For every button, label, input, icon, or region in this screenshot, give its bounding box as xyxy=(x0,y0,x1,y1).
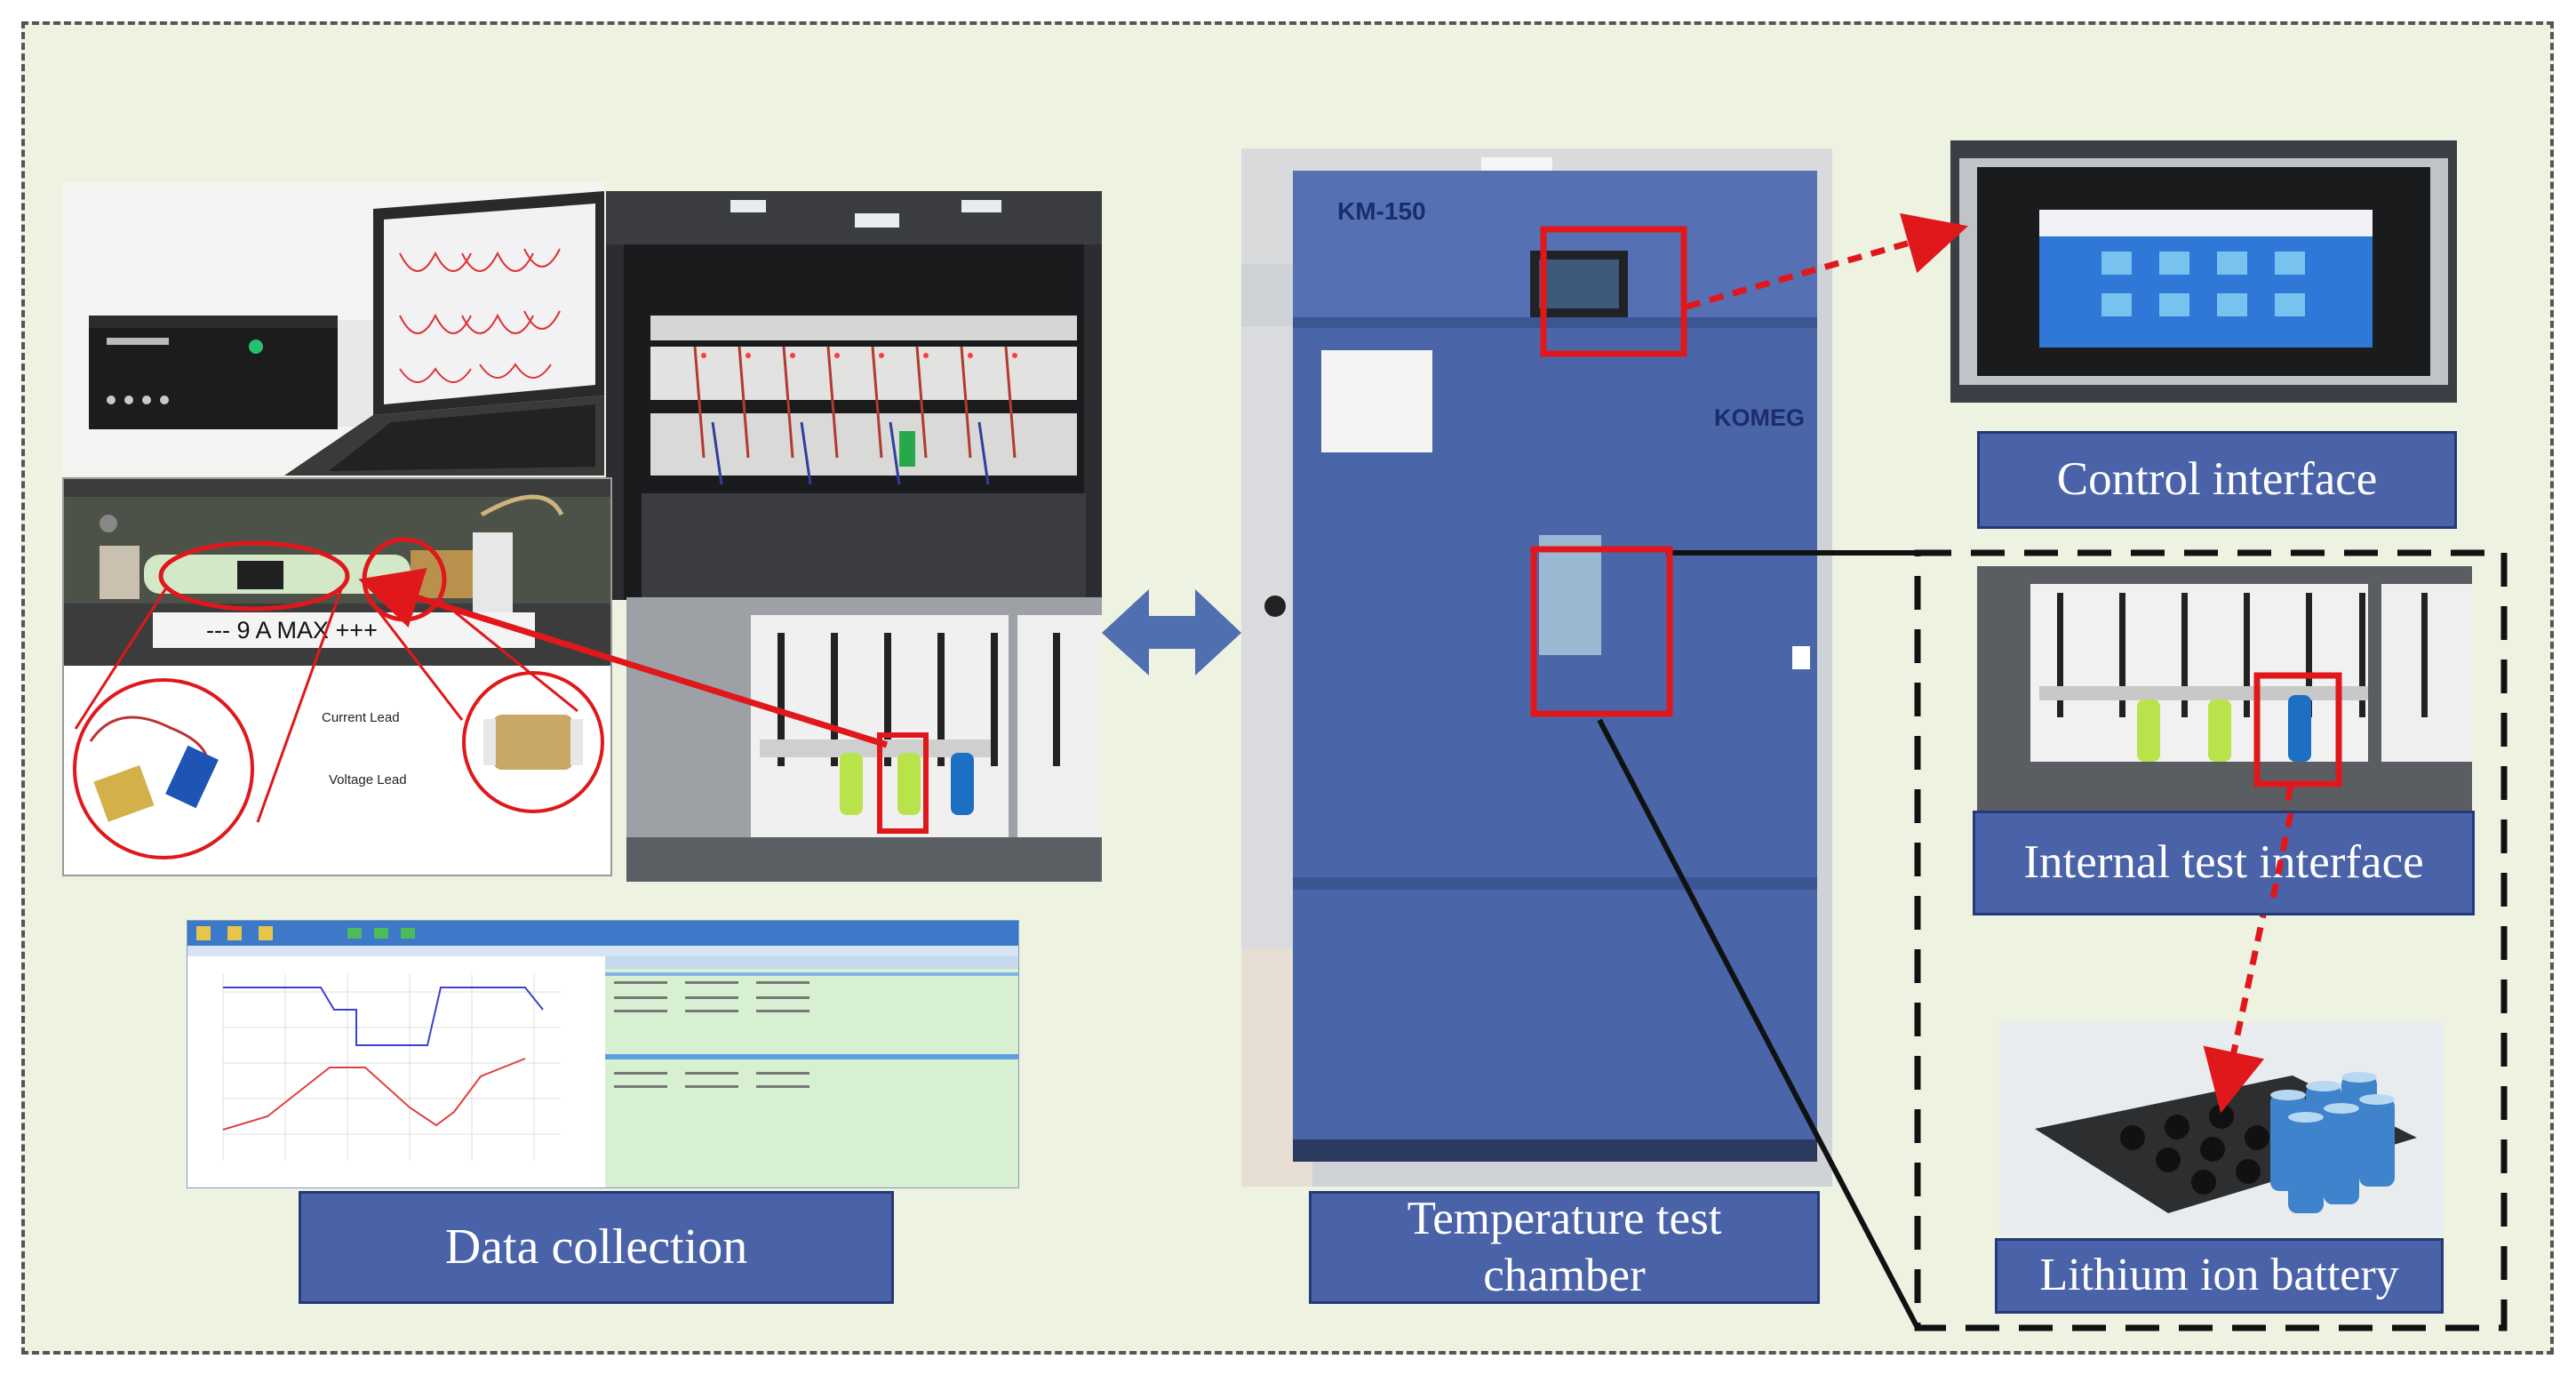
internal-test-interface-label: Internal test interface xyxy=(1973,811,2475,915)
battery-tray-photo xyxy=(1999,1022,2444,1235)
fixture-rating-text: --- 9 A MAX +++ xyxy=(206,617,378,644)
internal-holder-photo xyxy=(1977,566,2472,811)
chamber-screen-highlight xyxy=(1540,226,1687,357)
control-interface-label: Control interface xyxy=(1977,431,2457,529)
battery-test-cabinet-photo xyxy=(606,191,1102,600)
sensor-zoom-line-2 xyxy=(256,586,344,823)
internal-zoom-frame xyxy=(1914,549,2508,1331)
lithium-battery-label: Lithium ion battery xyxy=(1995,1238,2444,1314)
terminal-zoom-line-2 xyxy=(439,598,578,713)
sensor-ellipse xyxy=(158,540,350,612)
chamber-label: Temperature test chamber xyxy=(1309,1191,1820,1304)
zoom-connector-bottom xyxy=(1597,718,1920,1330)
bidirectional-blue-arrow xyxy=(1102,589,1241,676)
cell-highlight-left xyxy=(877,732,929,834)
control-panel-photo xyxy=(1950,140,2457,403)
cell-highlight-right xyxy=(2253,672,2342,787)
data-software-screenshot xyxy=(187,920,1019,1188)
chamber-brand-text: KOMEG xyxy=(1714,404,1806,431)
chamber-window-highlight xyxy=(1530,546,1673,717)
temperature-chamber-photo: KM-150 KOMEG xyxy=(1241,148,1832,1187)
sensor-zoom-line-1 xyxy=(74,586,169,730)
screen-to-control-arrow xyxy=(1686,212,1968,310)
current-lead-label: Current Lead xyxy=(322,710,400,725)
acquisition-instrument-photo xyxy=(62,182,604,476)
chamber-model-text: KM-150 xyxy=(1337,197,1426,225)
data-collection-label: Data collection xyxy=(299,1191,894,1304)
voltage-lead-label: Voltage Lead xyxy=(329,772,407,787)
cell-to-fixture-arrow xyxy=(358,568,889,748)
